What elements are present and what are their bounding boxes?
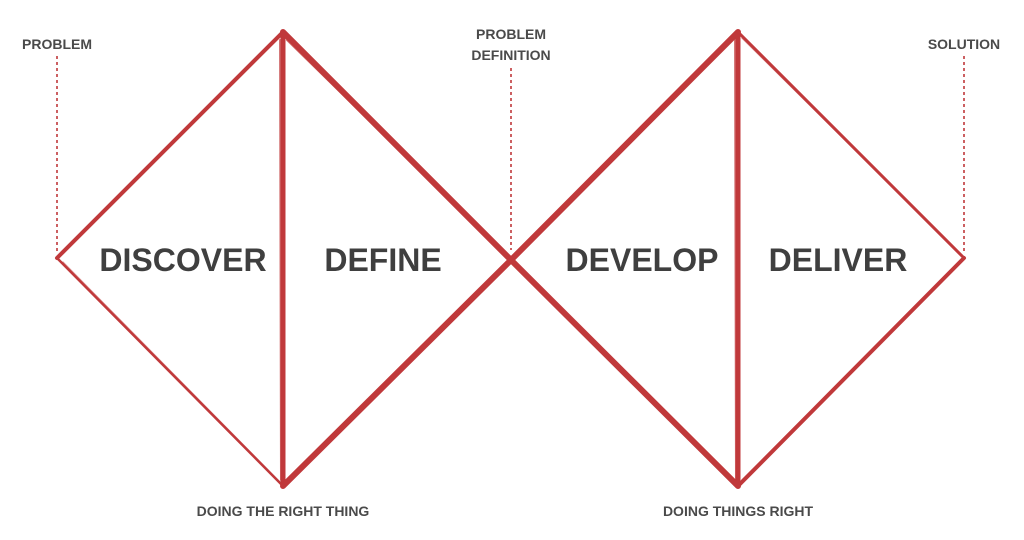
- diamond1-lower-left-edge: [55, 256, 285, 488]
- first-diamond: [55, 29, 514, 489]
- diamond2-lower-left-edge-sketch: [514, 264, 736, 482]
- second-diamond: [508, 29, 966, 489]
- phase-deliver: DELIVER: [769, 242, 908, 278]
- solution-label: SOLUTION: [928, 36, 1000, 52]
- diamond1-upper-right-edge-sketch: [286, 39, 509, 257]
- doing-the-right-thing-label: DOING THE RIGHT THING: [197, 503, 370, 519]
- diamond1-vertical-line-sketch: [279, 39, 282, 481]
- diamond1-lower-left-edge-sketch: [62, 261, 281, 483]
- diamond2-lower-right-edge-sketch: [741, 261, 961, 481]
- marker-lines: [56, 56, 965, 254]
- diamond2-upper-right-edge-sketch: [741, 37, 961, 255]
- phase-develop: DEVELOP: [566, 242, 719, 278]
- diamond2-upper-left-edge-sketch: [514, 37, 736, 257]
- doing-things-right-label: DOING THINGS RIGHT: [663, 503, 814, 519]
- diamond1-lower-right-edge-sketch: [287, 263, 509, 481]
- problem-definition-label-line2: DEFINITION: [471, 47, 550, 63]
- problem-label: PROBLEM: [22, 36, 92, 52]
- problem-definition-label-line1: PROBLEM: [476, 26, 546, 42]
- diamond2-vertical-line-sketch: [734, 39, 737, 481]
- diamond1-upper-left-edge-sketch: [61, 35, 282, 253]
- phase-define: DEFINE: [324, 242, 441, 278]
- phase-discover: DISCOVER: [99, 242, 266, 278]
